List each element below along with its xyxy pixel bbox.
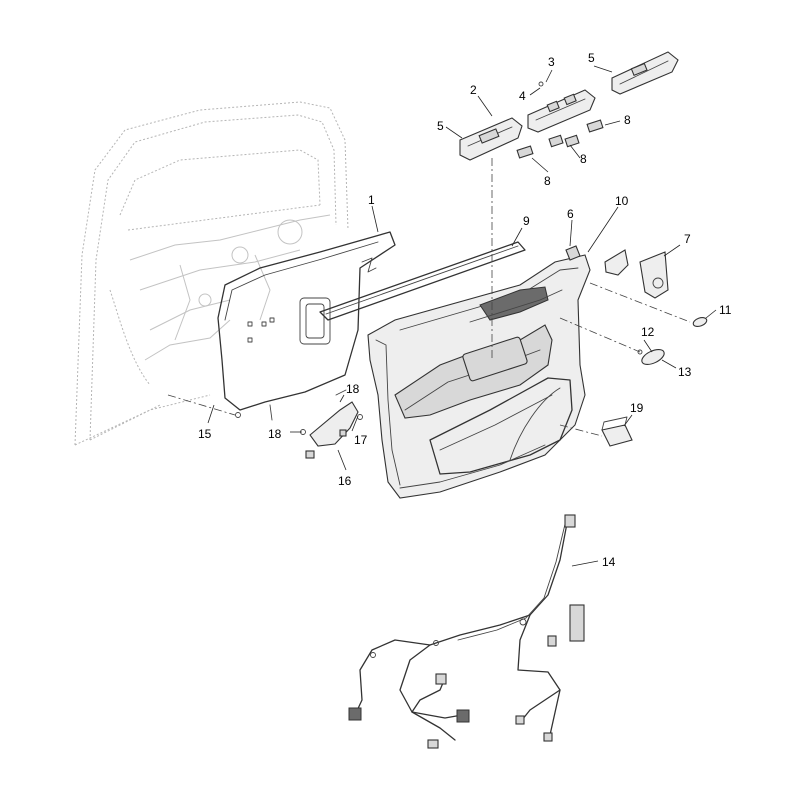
switch-bezel-right xyxy=(611,51,679,95)
callout-16: 16 xyxy=(338,474,352,488)
callout-18-left: 18 xyxy=(268,427,282,441)
part-9-beltline-strip xyxy=(319,241,526,321)
callout-4: 4 xyxy=(519,89,526,103)
callout-11: 11 xyxy=(719,303,732,317)
part-19-pad xyxy=(601,416,633,447)
callout-labels: 1 2 3 4 5 5 6 7 8 8 8 9 10 11 12 13 14 1… xyxy=(198,51,732,569)
callout-8-middle: 8 xyxy=(580,152,587,166)
callout-13: 13 xyxy=(678,365,692,379)
callout-10: 10 xyxy=(615,194,629,208)
callout-8-right: 8 xyxy=(624,113,631,127)
callout-18-top: 18 xyxy=(346,382,360,396)
callout-3: 3 xyxy=(548,55,555,69)
part-12-13-cover xyxy=(637,349,665,365)
callout-5-right: 5 xyxy=(588,51,595,65)
part-11-plug xyxy=(692,316,708,328)
part-16-bracket xyxy=(235,389,363,459)
callout-7: 7 xyxy=(684,232,691,246)
callout-2: 2 xyxy=(470,83,477,97)
part-1-water-deflector xyxy=(217,231,396,421)
callout-19: 19 xyxy=(630,401,644,415)
callout-8-left: 8 xyxy=(544,174,551,188)
callout-17: 17 xyxy=(354,433,368,447)
switch-bezel-left xyxy=(459,117,523,161)
part-7-bezel xyxy=(604,249,669,299)
callout-5-left: 5 xyxy=(437,119,444,133)
callout-12: 12 xyxy=(641,325,655,339)
switch-modules xyxy=(516,81,604,159)
part-10-door-trim-panel xyxy=(367,254,591,499)
switch-bezel-center xyxy=(527,89,596,133)
callout-14: 14 xyxy=(602,555,616,569)
callout-9: 9 xyxy=(523,214,530,228)
callout-1: 1 xyxy=(368,193,375,207)
alignment-lines xyxy=(167,158,691,437)
part-6-clip xyxy=(565,245,581,261)
leader-lines xyxy=(207,65,717,567)
door-frame-outline xyxy=(74,101,349,446)
callout-15: 15 xyxy=(198,427,212,441)
part-14-wiring-harness xyxy=(348,514,585,749)
callout-6: 6 xyxy=(567,207,574,221)
